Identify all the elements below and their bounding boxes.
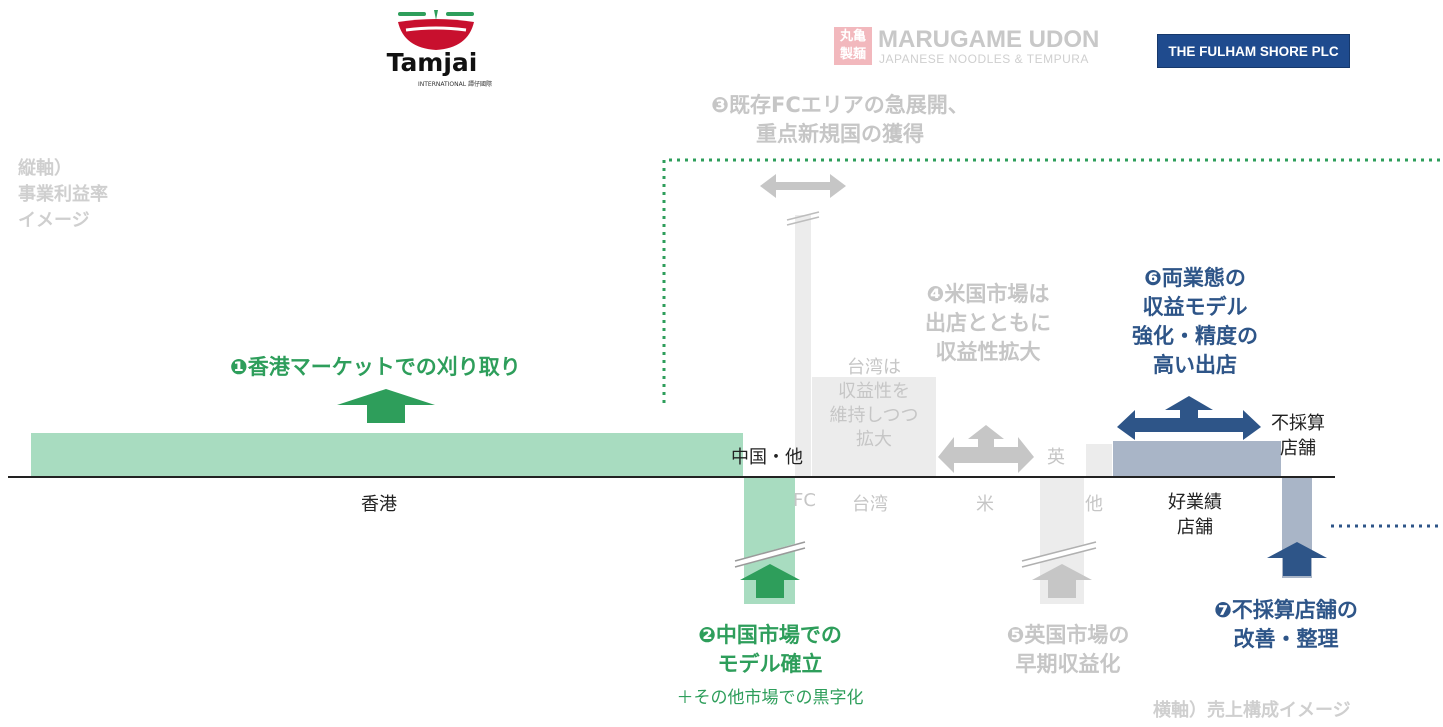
bar-hongkong: [31, 433, 743, 476]
bar-fc: [795, 215, 811, 476]
segment-label-taiwan: 台湾: [852, 494, 888, 515]
marugame-badge: 丸亀製麺: [834, 27, 872, 65]
arrow-up-hongkong-icon: [337, 389, 435, 423]
marugame-name: MARUGAME UDON: [878, 26, 1100, 53]
tamjai-sub: INTERNATIONAL 譚仔國際: [417, 81, 492, 88]
segment-label-hongkong: 香港: [361, 494, 397, 515]
arrow-up-uk-icon: [1032, 564, 1092, 598]
arrow-up-unprofitable-icon: [1267, 542, 1327, 576]
bar-good-stores: [1113, 441, 1281, 476]
x-axis-label: 横軸）売上構成イメージ: [1153, 700, 1351, 721]
segment-label-uk: 英: [1047, 447, 1065, 468]
marugame-sub: JAPANESE NOODLES & TEMPURA: [879, 52, 1089, 66]
tamjai-name: Tamjai: [386, 48, 478, 77]
fulham-logo: THE FULHAM SHORE PLC: [1157, 34, 1350, 68]
segment-label-good-stores: 好業績 店舗: [1168, 492, 1222, 539]
break-mark-other: [1021, 541, 1097, 568]
segment-label-us: 米: [976, 494, 994, 515]
strategy-2-label: ❷中国市場での モデル確立: [698, 623, 842, 676]
strategy-4-label: ❹米国市場は 出店とともに 収益性拡大: [925, 282, 1051, 364]
arrow-horizontal-fc-icon: [760, 174, 846, 198]
break-mark-china: [734, 541, 806, 568]
baseline: [8, 476, 1335, 478]
strategy-2-sub: ＋その他市場での黒字化: [676, 688, 864, 708]
strategy-3-label: ❸既存FCエリアの急展開、 重点新規国の獲得: [711, 93, 969, 146]
y-axis-label: 縦軸） 事業利益率 イメージ: [18, 158, 108, 232]
tamjai-logo: Tamjai INTERNATIONAL 譚仔國際: [376, 6, 496, 90]
segment-label-fc: FC: [793, 490, 816, 511]
bar-uk: [1086, 444, 1112, 476]
strategy-6-label: ❻両業態の 収益モデル 強化・精度の 高い出店: [1132, 266, 1258, 377]
segment-label-unprofitable-stores: 不採算 店舗: [1271, 413, 1325, 460]
strategy-1-label: ❶香港マーケットでの刈り取り: [230, 355, 521, 379]
arrow-cross-us-icon: [938, 425, 1034, 473]
strategy-7-label: ❼不採算店舗の 改善・整理: [1214, 598, 1358, 651]
marugame-logo: 丸亀製麺 MARUGAME UDON JAPANESE NOODLES & TE…: [834, 26, 1139, 69]
bar-taiwan: [812, 377, 936, 476]
arrow-cross-stores-icon: [1117, 396, 1261, 440]
strategy-5-label: ❺英国市場の 早期収益化: [1006, 623, 1130, 676]
arrow-up-china-icon: [740, 564, 800, 598]
fulham-name: THE FULHAM SHORE PLC: [1168, 43, 1339, 59]
segment-label-other: 他: [1085, 494, 1103, 515]
break-mark-fc: [786, 211, 820, 226]
taiwan-note: 台湾は 収益性を 維持しつつ 拡大: [829, 357, 919, 450]
tamjai-bowl-icon: [398, 10, 474, 50]
segment-label-china-other: 中国・他: [731, 447, 803, 468]
